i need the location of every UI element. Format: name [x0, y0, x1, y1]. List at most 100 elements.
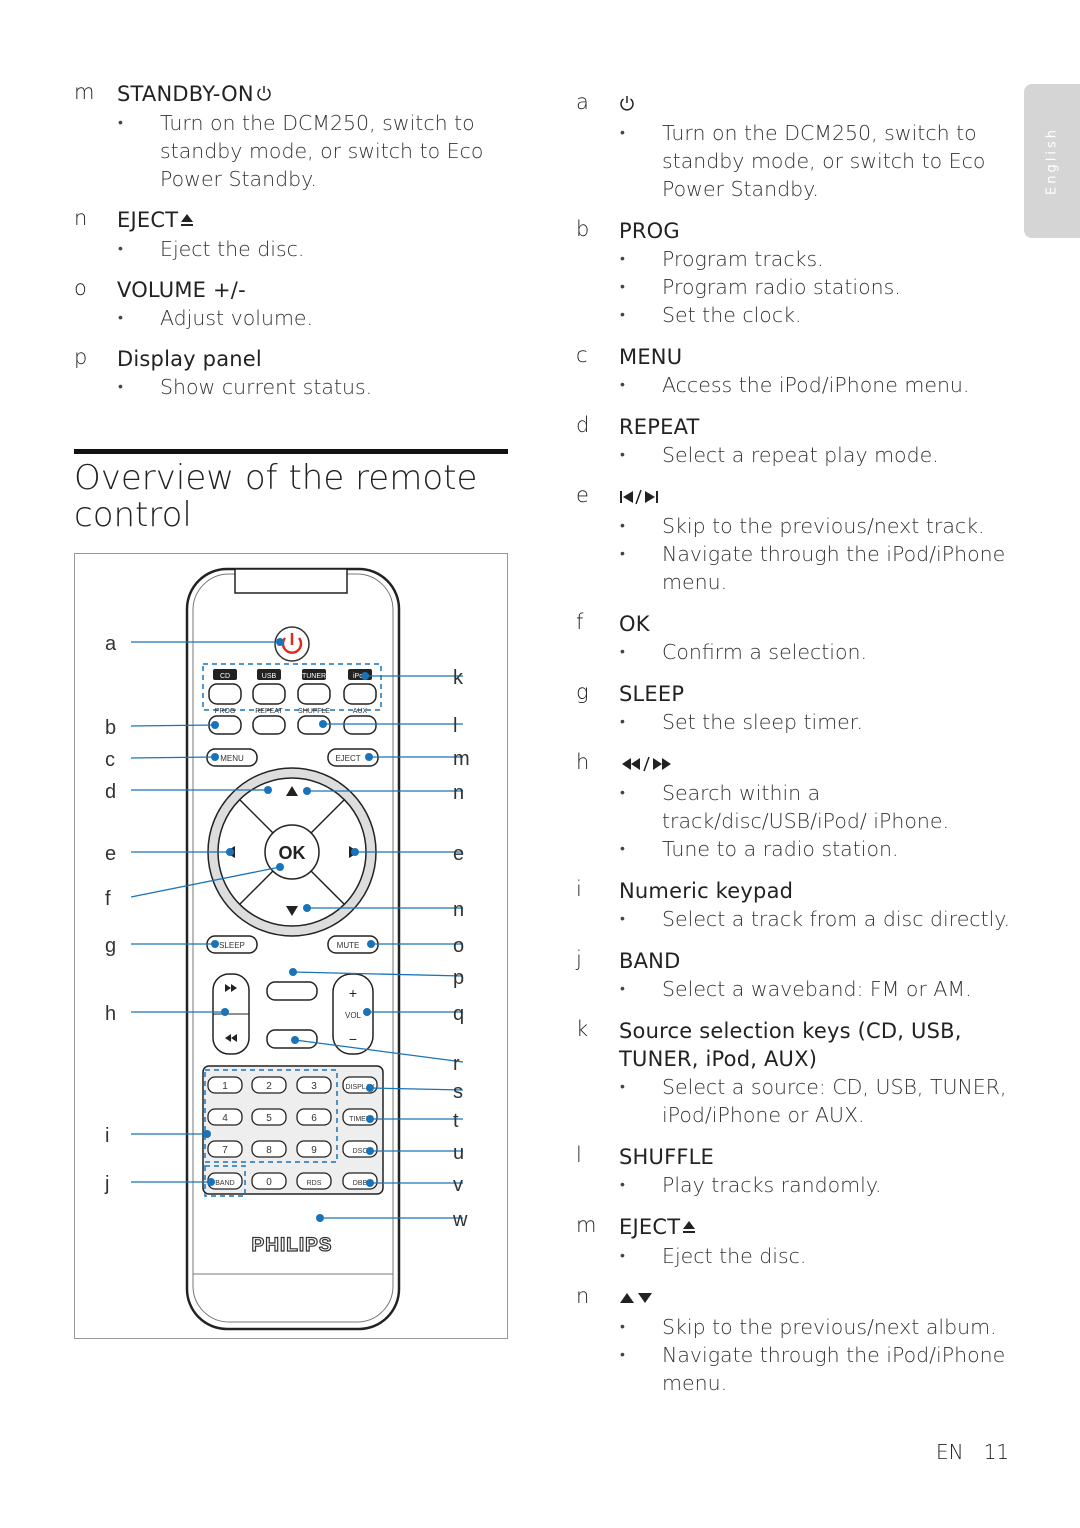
keypad-key — [296, 1108, 332, 1126]
entry-heading: EJECT — [619, 1213, 1016, 1242]
entry-heading: REPEAT — [619, 413, 1016, 441]
row2-label: AUX — [353, 708, 368, 715]
row2-label: SHUFFLE — [298, 708, 330, 715]
entry-letter: j — [576, 947, 582, 971]
entry-label: STANDBY-ON — [117, 82, 254, 106]
callout-dot — [351, 848, 359, 856]
callout-dot — [363, 1008, 371, 1016]
bullet-item: Select a waveband: FM or AM. — [620, 975, 1016, 1003]
bullet-list: Eject the disc. — [620, 1242, 1016, 1270]
callout-letter: b — [105, 717, 116, 739]
bullet-item: Adjust volume. — [118, 304, 504, 332]
callout-letter: s — [453, 1081, 463, 1103]
numeric-keypad-group — [204, 1069, 338, 1163]
callout-letter: h — [105, 1003, 116, 1025]
callout-dot — [303, 787, 311, 795]
left-entry: p Display panelShow current status. — [74, 345, 504, 401]
callout-dot — [211, 721, 219, 729]
callout-dot — [264, 786, 272, 794]
keypad-key-label: 3 — [311, 1081, 317, 1092]
power-icon — [619, 91, 635, 119]
entry-heading — [619, 1284, 1016, 1313]
entry-heading: PROG — [619, 217, 1016, 245]
row2-key — [252, 715, 286, 735]
keypad-key — [296, 1140, 332, 1158]
callout-letter: r — [453, 1053, 460, 1075]
entry-letter: c — [576, 343, 588, 367]
source-tag-label: CD — [220, 673, 230, 680]
nav-divider — [310, 870, 345, 905]
keypad-key-label: DBB — [353, 1180, 368, 1187]
menu-label: MENU — [220, 754, 244, 763]
keypad-key — [251, 1108, 287, 1126]
callout-dot — [303, 904, 311, 912]
play-pause-key — [266, 981, 318, 1001]
entry-letter: p — [74, 345, 88, 369]
entry-heading — [619, 750, 1016, 779]
bullet-list: Select a source: CD, USB, TUNER, iPod/iP… — [620, 1073, 1016, 1129]
entry-heading — [619, 483, 1016, 512]
callout-letter: p — [453, 967, 464, 989]
callout-letter: e — [105, 843, 116, 865]
entry-label: Display panel — [117, 347, 262, 371]
entry-letter: n — [576, 1284, 590, 1308]
keypad-key — [207, 1076, 243, 1094]
entry-label: MENU — [619, 345, 683, 369]
entry-letter: m — [74, 80, 95, 104]
source-tag — [213, 669, 237, 680]
entry-label: PROG — [619, 219, 680, 243]
section-title: Overview of the remote control — [74, 458, 478, 535]
entry-label: BAND — [619, 949, 681, 973]
right-entry: fOKConfirm a selection. — [576, 610, 1016, 666]
callout-dot — [211, 753, 219, 761]
bullet-list: Eject the disc. — [118, 235, 504, 263]
keypad-key-label: 1 — [222, 1081, 228, 1092]
remote-ir-window — [234, 568, 348, 594]
language-tab: English — [1024, 84, 1080, 238]
bullet-list: Select a waveband: FM or AM. — [620, 975, 1016, 1003]
source-tag — [257, 669, 281, 680]
right-entry: gSLEEPSet the sleep timer. — [576, 680, 1016, 736]
bullet-list: Show current status. — [118, 373, 504, 401]
keypad-key-label: 7 — [222, 1145, 228, 1156]
entry-label: Source selection keys (CD, USB, TUNER, i… — [619, 1019, 962, 1071]
entry-letter: d — [576, 413, 590, 437]
keypad-key-label: 8 — [266, 1145, 272, 1156]
source-tag-label: TUNER — [302, 673, 326, 680]
callout-dot — [211, 940, 219, 948]
row2-key — [343, 715, 377, 735]
entry-letter: b — [576, 217, 590, 241]
bullet-list: Program tracks.Program radio stations.Se… — [620, 245, 1016, 329]
callout-dot — [203, 1130, 211, 1138]
volume-label: VOL — [345, 1011, 362, 1020]
callout-letter: n — [453, 899, 464, 921]
callout-line — [292, 971, 464, 977]
keypad-key — [296, 1172, 332, 1190]
callout-dot — [366, 1147, 374, 1155]
up-down-icon — [619, 1285, 653, 1313]
callout-dot — [226, 848, 234, 856]
entry-letter: h — [576, 750, 590, 774]
bullet-item: Navigate through the iPod/iPhone menu. — [620, 1341, 1016, 1397]
callout-dot — [366, 1179, 374, 1187]
entry-label: REPEAT — [619, 415, 700, 439]
row2-label: REPEAT — [255, 708, 283, 715]
brand-logo: PHILIPS — [252, 1235, 333, 1256]
bullet-item: Skip to the previous/next album. — [620, 1313, 1016, 1341]
callout-line — [130, 756, 216, 759]
entry-letter: g — [576, 680, 589, 704]
callout-dot — [367, 940, 375, 948]
bullet-list: Turn on the DCM250, switch to standby mo… — [118, 109, 504, 193]
callout-dot — [361, 672, 369, 680]
entry-heading: BAND — [619, 947, 1016, 975]
callout-line — [130, 866, 281, 898]
volume-minus: − — [349, 1031, 357, 1047]
entry-heading: SHUFFLE — [619, 1143, 1016, 1171]
bullet-item: Select a source: CD, USB, TUNER, iPod/iP… — [620, 1073, 1016, 1129]
sleep-label: SLEEP — [219, 941, 245, 950]
keypad-key — [207, 1140, 243, 1158]
bullet-list: Play tracks randomly. — [620, 1171, 1016, 1199]
rewind-icon — [231, 1034, 237, 1042]
callout-letter: n — [453, 782, 464, 804]
